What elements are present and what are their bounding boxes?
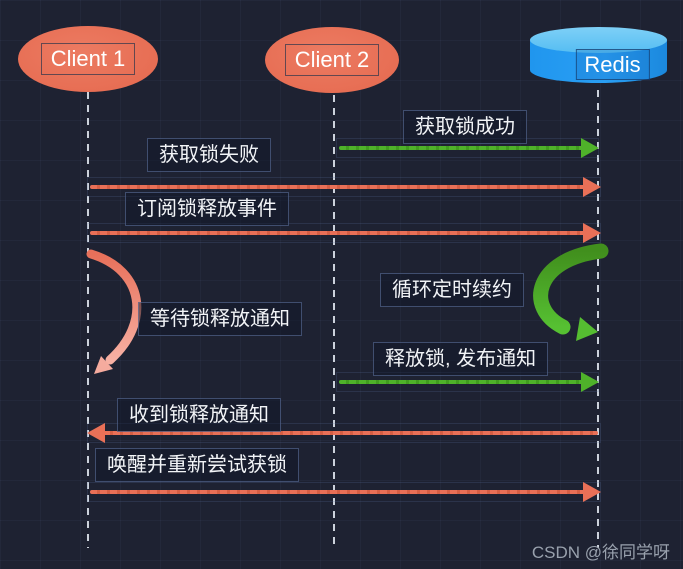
arrowhead-left-icon <box>87 423 105 443</box>
actor-client-1: Client 1 <box>18 26 158 92</box>
actor-client-1-label: Client 1 <box>40 43 136 75</box>
actor-redis-database-icon: Redis <box>530 27 667 90</box>
loop-wait-release-notice-arrowhead <box>94 356 113 374</box>
arrow-receive-release-notice <box>87 423 601 443</box>
lifeline-redis <box>597 90 599 548</box>
lifeline-client-1 <box>87 92 89 548</box>
arrow-acquire-lock-fail <box>87 177 601 197</box>
loop-renew-lease-arrow <box>533 243 609 335</box>
label-renew-lease: 循环定时续约 <box>380 273 524 307</box>
label-subscribe-release-event: 订阅锁释放事件 <box>125 192 289 226</box>
redis-cylinder-top <box>530 27 667 53</box>
label-retry-acquire-lock: 唤醒并重新尝试获锁 <box>95 448 299 482</box>
label-wait-release-notice: 等待锁释放通知 <box>138 302 302 336</box>
lifeline-client-2 <box>333 95 335 548</box>
label-acquire-lock-fail: 获取锁失败 <box>147 138 271 172</box>
watermark: CSDN @徐同学呀 <box>531 543 670 562</box>
arrow-retry-acquire-lock <box>87 482 601 502</box>
arrow-subscribe-release-event <box>87 223 601 243</box>
actor-client-2: Client 2 <box>265 27 399 93</box>
arrowhead-right-icon <box>581 372 599 392</box>
label-receive-release-notice: 收到锁释放通知 <box>117 398 281 432</box>
arrowhead-right-icon <box>581 138 599 158</box>
arrowhead-right-icon <box>583 223 601 243</box>
actor-redis-label: Redis <box>575 49 650 80</box>
actor-client-2-label: Client 2 <box>284 44 380 76</box>
arrowhead-right-icon <box>583 177 601 197</box>
arrowhead-right-icon <box>583 482 601 502</box>
label-release-lock-publish: 释放锁, 发布通知 <box>373 342 549 376</box>
loop-renew-lease-arrowhead <box>576 317 598 341</box>
label-acquire-lock-success: 获取锁成功 <box>403 110 527 144</box>
loop-wait-release-notice-arrow <box>86 249 142 365</box>
